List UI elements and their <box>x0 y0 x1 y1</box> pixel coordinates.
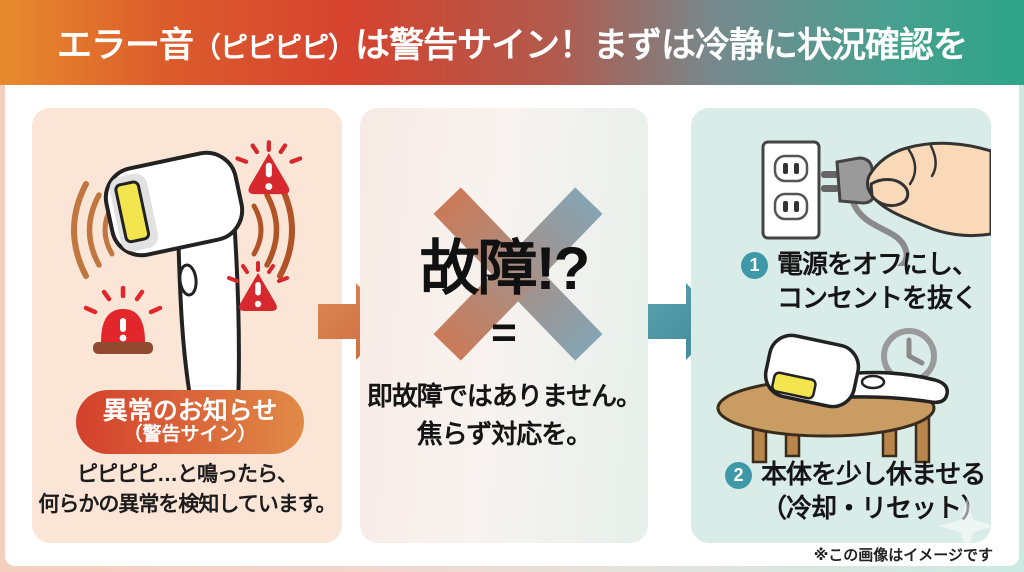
verdict-caption: 即故障ではありません。 焦らず対応を。 <box>360 378 648 453</box>
alert-badge-line2: （警告サイン） <box>123 424 257 446</box>
power-cable-icon <box>850 199 910 266</box>
page-title: エラー音（ピピピピ）は警告サイン！まずは冷静に状況確認を <box>56 17 968 68</box>
plug-icon <box>821 156 876 205</box>
image-disclaimer: ※この画像はイメージです <box>813 547 993 564</box>
content-card: 異常のお知らせ （警告サイン） ピピピピ…と鳴ったら、 何らかの異常を検知してい… <box>5 85 1019 566</box>
step-2: 2 本体を少し休ませる（冷却・リセット） <box>725 458 987 526</box>
step1-number-badge: 1 <box>741 252 768 279</box>
unplug-outlet-illustration <box>761 140 991 266</box>
panel-steps: 1 電源をオフにし、コンセントを抜く <box>691 108 991 543</box>
siren-icon <box>83 285 163 354</box>
title-prefix: エラー音 <box>56 26 194 65</box>
step2-text: 本体を少し休ませる（冷却・リセット） <box>761 458 987 526</box>
power-outlet-icon <box>761 140 821 240</box>
alert-badge: 異常のお知らせ （警告サイン） <box>76 390 304 454</box>
title-paren: （ピピピピ） <box>192 32 356 63</box>
ipl-device-icon <box>103 150 245 437</box>
verdict-headline: 故障!? <box>419 235 591 302</box>
alert-caption: ピピピピ…と鳴ったら、 何らかの異常を検知しています。 <box>32 460 342 521</box>
beeping-device-illustration <box>71 122 342 437</box>
step2-line1: 本体を少し休ませる <box>761 459 986 489</box>
warning-triangle-icon <box>238 142 301 194</box>
alert-caption-line2: 何らかの異常を検知しています。 <box>38 493 336 517</box>
alert-caption-line1: ピピピピ…と鳴ったら、 <box>77 463 298 486</box>
panel-alert: 異常のお知らせ （警告サイン） ピピピピ…と鳴ったら、 何らかの異常を検知してい… <box>32 108 342 543</box>
device-resting-illustration <box>716 328 949 464</box>
step1-line2: コンセントを抜く <box>777 282 978 313</box>
step1-line1: 電源をオフにし、 <box>777 249 978 279</box>
title-suffix: は警告サイン！まずは冷静に状況確認を <box>355 26 968 65</box>
panel-verdict: 故障!? = 即故障ではありません。 焦らず対応を。 <box>360 108 648 543</box>
step1-text: 電源をオフにし、コンセントを抜く <box>777 248 978 316</box>
equals-sign: = <box>491 308 517 357</box>
step-1: 1 電源をオフにし、コンセントを抜く <box>741 248 978 316</box>
step2-line2: （冷却・リセット） <box>761 492 987 523</box>
step2-number-badge: 2 <box>725 462 752 489</box>
alert-badge-line1: 異常のお知らせ <box>102 396 278 425</box>
banner: エラー音（ピピピピ）は警告サイン！まずは冷静に状況確認を <box>0 0 1024 85</box>
ipl-device-resting-icon <box>763 333 949 409</box>
hand-icon <box>865 141 991 238</box>
verdict-caption-line2: 焦らず対応を。 <box>416 418 592 449</box>
verdict-caption-line1: 即故障ではありません。 <box>366 381 642 411</box>
